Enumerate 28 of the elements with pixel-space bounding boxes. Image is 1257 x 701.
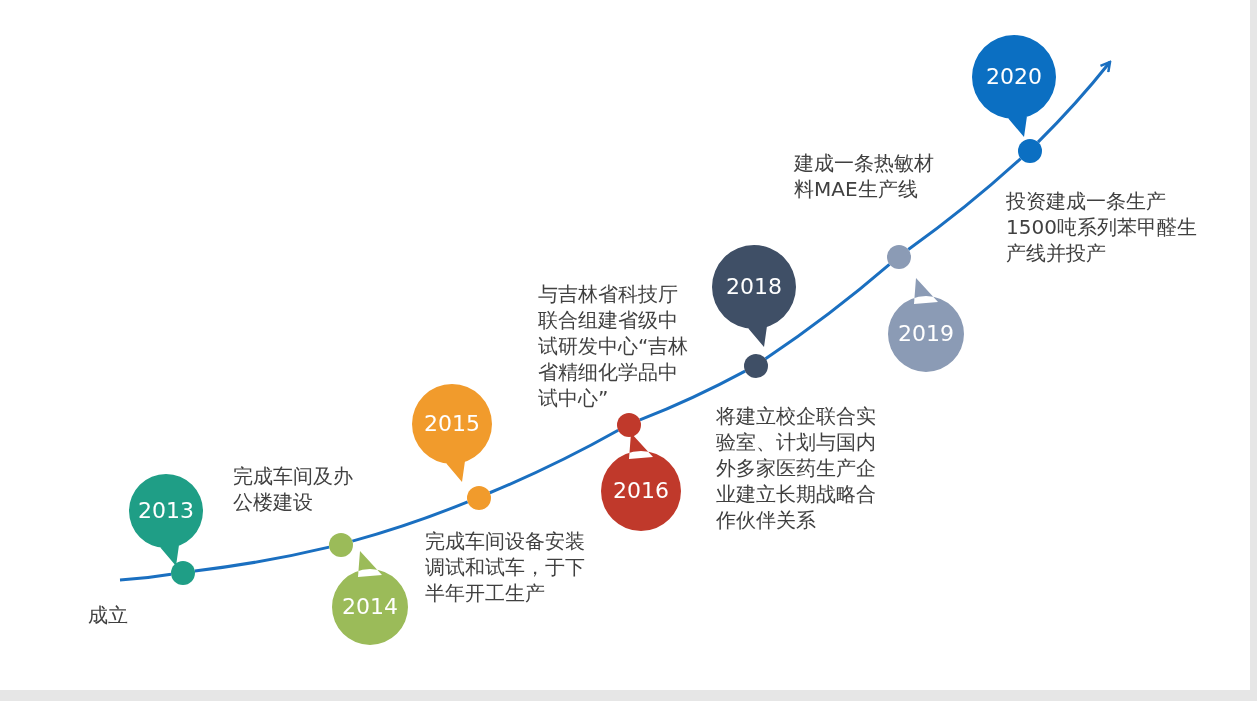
year-label: 2015 [423,411,481,437]
speech-bubble [888,278,964,372]
timeline-line [489,428,619,495]
year-label: 2018 [725,274,783,300]
milestone-text: 完成车间及办公楼建设 [233,463,354,515]
speech-bubble [972,35,1056,137]
year-label: 2014 [341,594,399,620]
milestone-text: 建成一条热敏材料MAE生产线 [794,150,935,202]
milestone-text: 成立 [88,602,129,628]
year-label: 2019 [897,321,955,347]
timeline-line [194,545,330,573]
milestone-text: 与吉林省科技厅联合组建省级中试研发中心“吉林省精细化学品中试中心” [538,281,690,411]
milestone-text: 完成车间设备安装调试和试车，于下半年开工生产 [425,528,586,606]
speech-bubble [129,474,203,566]
timeline-line [639,369,746,422]
milestone-text: 投资建成一条生产1500吨系列苯甲醛生产线并投产 [1006,188,1198,266]
milestone-text: 将建立校企联合实验室、计划与国内外多家医药生产企业建立长期战略合作伙伴关系 [716,403,877,533]
year-label: 2013 [137,498,195,524]
year-label: 2020 [985,64,1043,90]
year-label: 2016 [612,478,670,504]
speech-bubble [712,245,796,347]
speech-bubble [412,384,492,482]
timeline-line [764,263,891,360]
timeline-line [351,500,469,543]
timeline-arrow [1036,60,1112,144]
speech-bubble [332,551,408,645]
timeline-line [907,157,1022,251]
timeline-line [119,572,172,582]
